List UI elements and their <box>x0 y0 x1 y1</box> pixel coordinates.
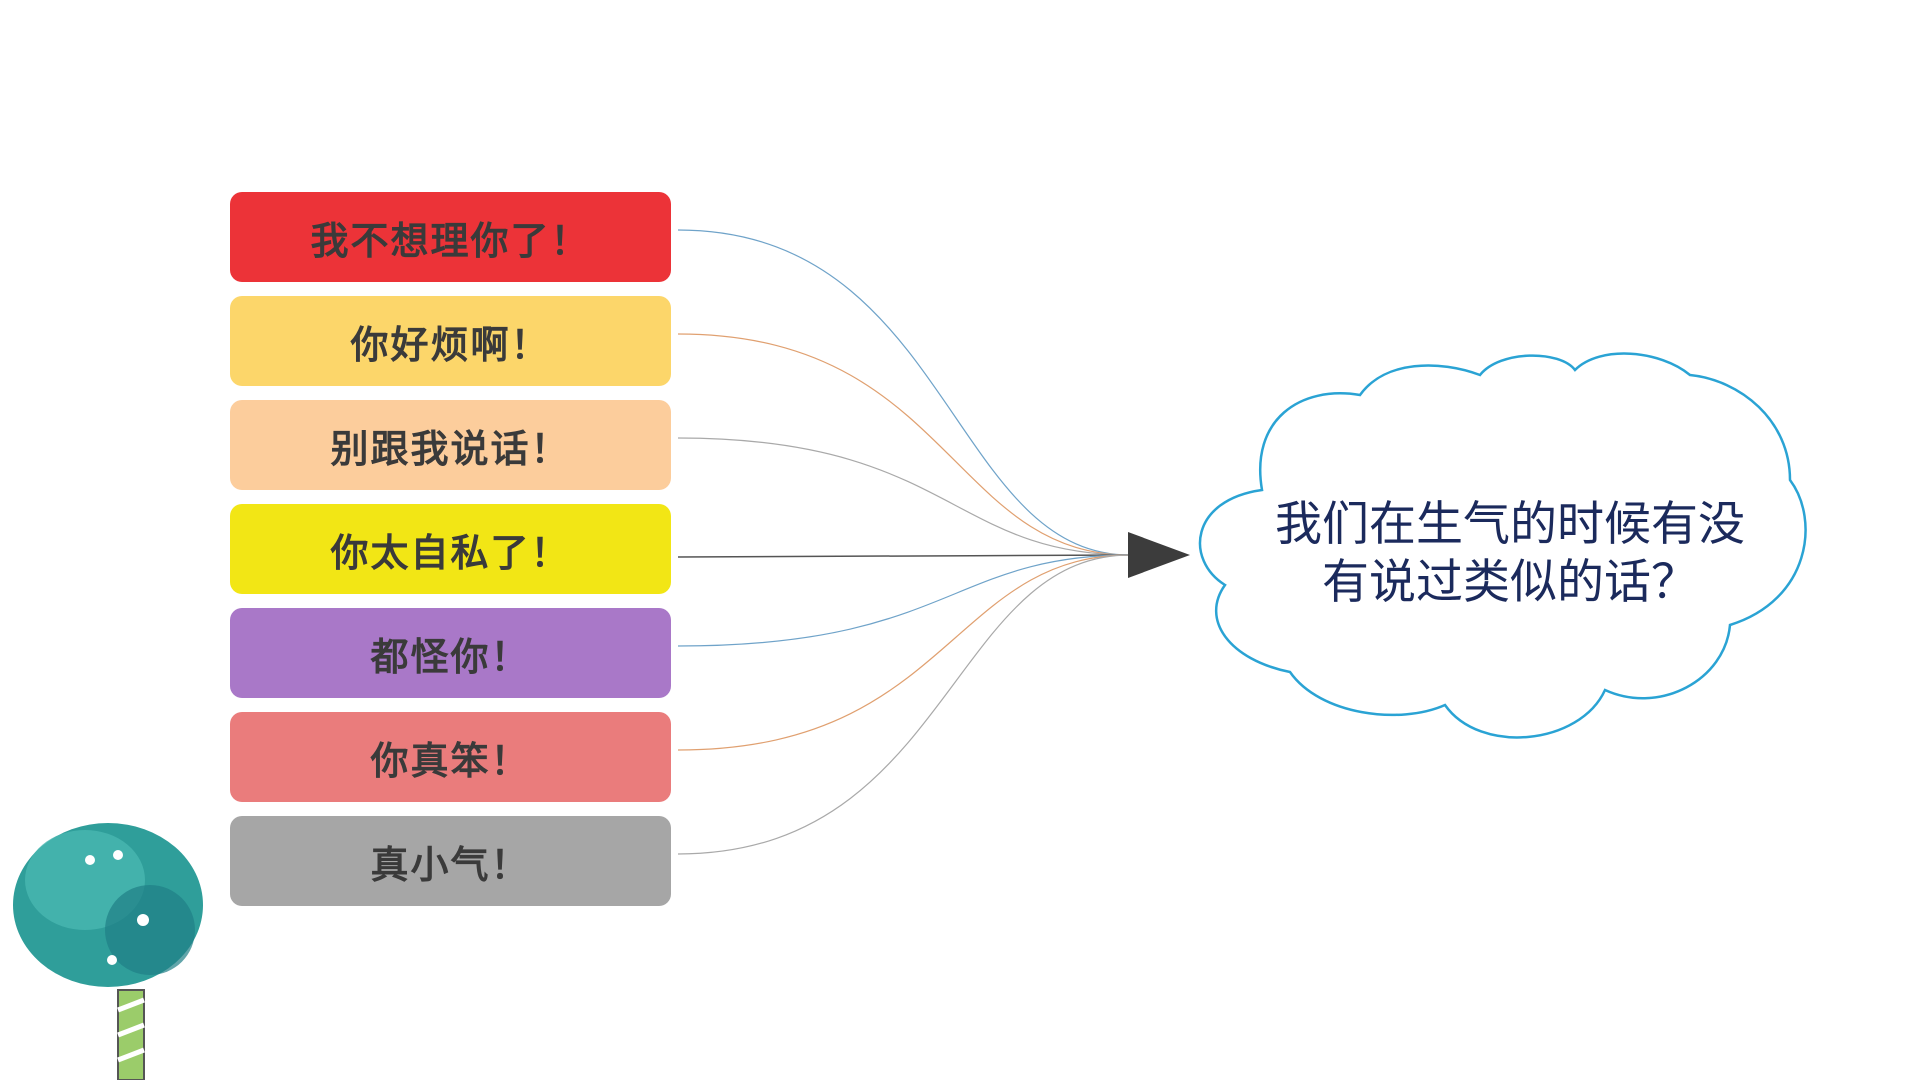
phrase-box: 别跟我说话！ <box>230 400 671 490</box>
phrase-box: 你真笨！ <box>230 712 671 802</box>
arrow-head-icon <box>1128 532 1190 578</box>
phrase-text: 真小气！ <box>370 842 531 887</box>
question-line-2: 有说过类似的话？ <box>1322 555 1698 610</box>
phrase-text: 别跟我说话！ <box>330 426 571 471</box>
phrase-box: 我不想理你了！ <box>230 192 671 282</box>
connector-line <box>677 554 1131 855</box>
connector-line <box>677 554 1131 751</box>
phrase-text: 我不想理你了！ <box>310 218 591 263</box>
phrase-box: 都怪你！ <box>230 608 671 698</box>
connector-line <box>677 554 1131 647</box>
phrase-text: 你好烦啊！ <box>350 322 551 367</box>
phrase-box: 真小气！ <box>230 816 671 906</box>
question-line-1: 我们在生气的时候有没 <box>1275 497 1745 552</box>
connector-line <box>677 437 1131 556</box>
phrase-text: 你太自私了！ <box>330 530 571 575</box>
connector-line <box>677 554 1131 558</box>
connector-line <box>677 333 1131 556</box>
phrase-text: 都怪你！ <box>370 634 531 679</box>
phrase-text: 你真笨！ <box>370 738 531 783</box>
connector-line <box>677 229 1131 556</box>
phrase-box: 你好烦啊！ <box>230 296 671 386</box>
phrase-box: 你太自私了！ <box>230 504 671 594</box>
